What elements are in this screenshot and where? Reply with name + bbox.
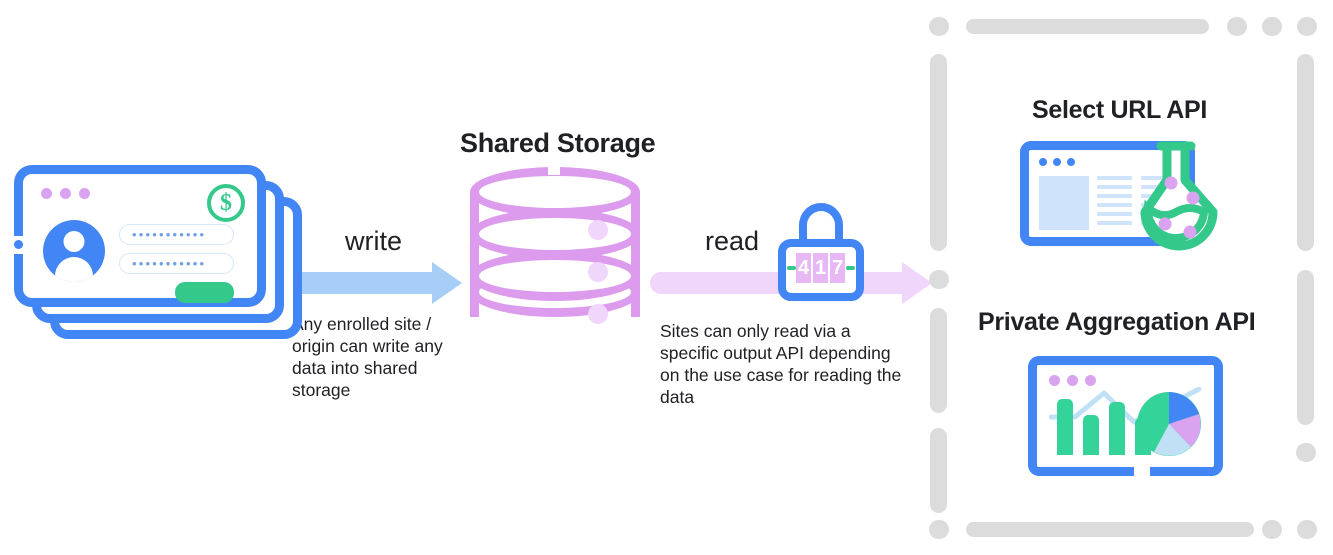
padlock-shackle (799, 203, 843, 249)
card-front: $ ••••••••••• ••••••••••• (14, 165, 266, 307)
panel-border-top-dash (966, 19, 1209, 34)
browser-chart-icon (1028, 356, 1223, 476)
window-dot-2 (60, 188, 71, 199)
flask-window-dot-1 (1039, 158, 1047, 166)
flask-window-dot-3 (1067, 158, 1075, 166)
read-caption: Sites can only read via a specific outpu… (660, 321, 902, 407)
write-arrow-body (290, 272, 433, 294)
chart-bar-1 (1057, 399, 1073, 455)
cylinder-dot-3 (588, 304, 608, 324)
flask-window-dots (1039, 158, 1075, 166)
cylinder-dot-2 (588, 262, 608, 282)
panel-border-top-dot-2 (1262, 17, 1282, 36)
cylinder-band-3 (470, 251, 640, 301)
password-field-1[interactable]: ••••••••••• (119, 224, 234, 245)
read-label: read (705, 226, 760, 256)
pie-chart-icon (1137, 392, 1201, 456)
chart-window-dots (1049, 375, 1096, 386)
cylinder-bottom (470, 267, 640, 317)
read-arrow-body (650, 272, 902, 294)
panel-border-top-dot-3 (1297, 17, 1317, 36)
panel-border-left-dash-2 (930, 308, 947, 413)
window-dot-1 (41, 188, 52, 199)
padlock-combination-wheels: 4 1 7 (796, 253, 845, 283)
dollar-coin-icon: $ (207, 184, 245, 222)
flask-shape-icon (1140, 141, 1218, 251)
chart-frame-gap (1134, 467, 1151, 476)
padlock-icon: 4 1 7 (778, 203, 864, 301)
password-field-2[interactable]: ••••••••••• (119, 253, 234, 274)
padlock-dash-right (846, 266, 855, 270)
panel-border-bottom-dot-1 (1262, 520, 1282, 539)
private-aggregation-api-title: Private Aggregation API (978, 308, 1256, 336)
panel-border-left-dot (929, 270, 949, 289)
panel-border-bottom-dash (966, 522, 1254, 537)
window-dot-3 (79, 188, 90, 199)
panel-border-left-dash-1 (930, 54, 947, 251)
padlock-dash-left (787, 266, 796, 270)
write-arrow-head (432, 262, 462, 304)
chart-bar-2 (1083, 415, 1099, 455)
chart-window-dot-1 (1049, 375, 1060, 386)
shared-storage-title: Shared Storage (460, 128, 656, 158)
coin-symbol: $ (220, 190, 232, 216)
panel-border-top-dot-1 (1227, 17, 1247, 36)
panel-border-bottom-dot-2 (1297, 520, 1317, 539)
padlock-digit-1: 4 (796, 253, 811, 283)
card-edge-dot (14, 240, 23, 249)
chart-window-dot-2 (1067, 375, 1078, 386)
panel-border-left-dash-3 (930, 428, 947, 513)
cylinder-side (470, 192, 640, 317)
output-apis-panel: Select URL API (920, 8, 1320, 548)
avatar (43, 220, 105, 282)
flask-content-block (1039, 176, 1089, 230)
database-cylinder-icon (470, 164, 640, 342)
avatar-head (63, 231, 85, 252)
browser-flask-icon (1020, 141, 1235, 251)
flask-window-dot-2 (1053, 158, 1061, 166)
write-arrow (290, 262, 462, 304)
flask-content-lines-1 (1097, 176, 1132, 225)
browser-login-card-stack-icon: $ ••••••••••• ••••••••••• (14, 165, 304, 365)
panel-border-right-dash-1 (1297, 54, 1314, 251)
panel-border-right-dash-2 (1297, 270, 1314, 425)
write-label: write (345, 226, 403, 256)
panel-border-bottom-dot-left (929, 520, 949, 539)
submit-button[interactable] (175, 282, 234, 303)
chart-bar-3 (1109, 402, 1125, 455)
panel-border-right-dot (1296, 443, 1316, 462)
cylinder-dot-1 (588, 220, 608, 240)
select-url-api-title: Select URL API (1032, 96, 1208, 124)
panel-border-top-dot-left (929, 17, 949, 36)
padlock-digit-2: 1 (813, 253, 828, 283)
read-arrow-head (902, 262, 932, 304)
cylinder-top-gap (548, 164, 560, 175)
padlock-digit-3: 7 (830, 253, 845, 283)
chart-window-dot-3 (1085, 375, 1096, 386)
write-caption: Any enrolled site / origin can write any… (292, 314, 443, 400)
avatar-body (55, 257, 93, 282)
window-dots (41, 188, 90, 199)
